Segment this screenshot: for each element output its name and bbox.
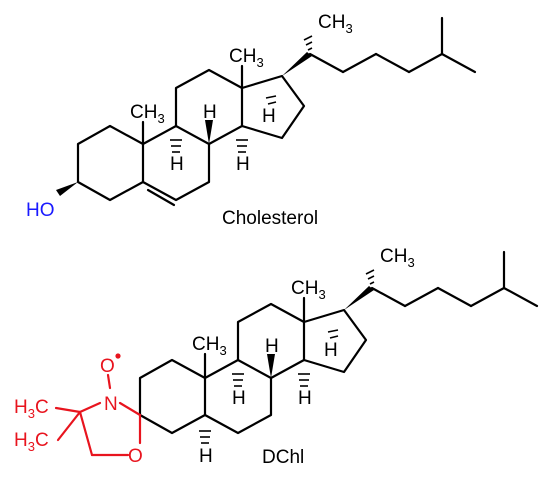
dchl-gem-methyl-1-label: H3C (14, 397, 49, 421)
dchl-structure: CH3 CH3 CH3 H H H H H O N O H3C H3C DChl (14, 246, 539, 468)
dchl-h-c14-label: H (298, 388, 312, 409)
dchl-side-methyl-hash (365, 269, 375, 285)
cholesterol-h-c8-label: H (203, 102, 217, 123)
dchl-doxyl-ring (54, 373, 142, 457)
dchl-gem-methyl-2-label: H3C (14, 430, 49, 454)
dchl-nitroxide-o-label: O (100, 356, 115, 377)
dchl-ring-a (138, 358, 207, 435)
cholesterol-ring-b (141, 124, 211, 207)
dchl-side-chain (344, 250, 539, 310)
cholesterol-hydroxyl-label: HO (26, 200, 55, 221)
cholesterol-ring-a (76, 124, 145, 202)
cholesterol-side-methyl-hash (303, 35, 313, 51)
cholesterol-h-c9-label: H (170, 154, 184, 175)
cholesterol-c8-h-wedge (205, 120, 213, 144)
dchl-ring-b (203, 358, 273, 435)
dchl-h-hash-bonds (199, 329, 339, 444)
cholesterol-side-chain (282, 16, 477, 76)
dchl-c13-methyl-label: CH3 (291, 278, 326, 302)
cholesterol-h-hash-bonds (170, 95, 277, 153)
cholesterol-h-c17-label: H (262, 106, 276, 127)
cholesterol-name: Cholesterol (222, 208, 318, 229)
dchl-ring-o-label: O (128, 446, 143, 467)
dchl-c8-h-wedge (267, 354, 275, 378)
cholesterol-c10-methyl-label: CH3 (130, 102, 165, 126)
cholesterol-h-c14-label: H (236, 154, 250, 175)
dchl-h-c5-label: H (199, 446, 213, 467)
dchl-radical-dot (115, 353, 121, 359)
cholesterol-hydroxyl-wedge (56, 182, 78, 196)
dchl-ring-c (236, 302, 306, 380)
cholesterol-c13-methyl-label: CH3 (229, 46, 264, 70)
cholesterol-structure: CH3 CH3 CH3 H H H H HO Cholesterol (26, 12, 477, 229)
dchl-nitroxide-n-label: N (104, 394, 118, 415)
cholesterol-side-methyl-label: CH3 (318, 12, 353, 36)
cholesterol-ring-c (174, 68, 244, 146)
dchl-c10-methyl-label: CH3 (192, 334, 227, 358)
dchl-h-c8-label: H (265, 336, 279, 357)
dchl-side-methyl-label: CH3 (380, 246, 415, 270)
dchl-name: DChl (262, 447, 304, 468)
dchl-h-c9-label: H (232, 388, 246, 409)
dchl-h-c17-label: H (324, 340, 338, 361)
dchl-ring-d (302, 308, 368, 374)
cholesterol-ring-d (240, 74, 306, 140)
